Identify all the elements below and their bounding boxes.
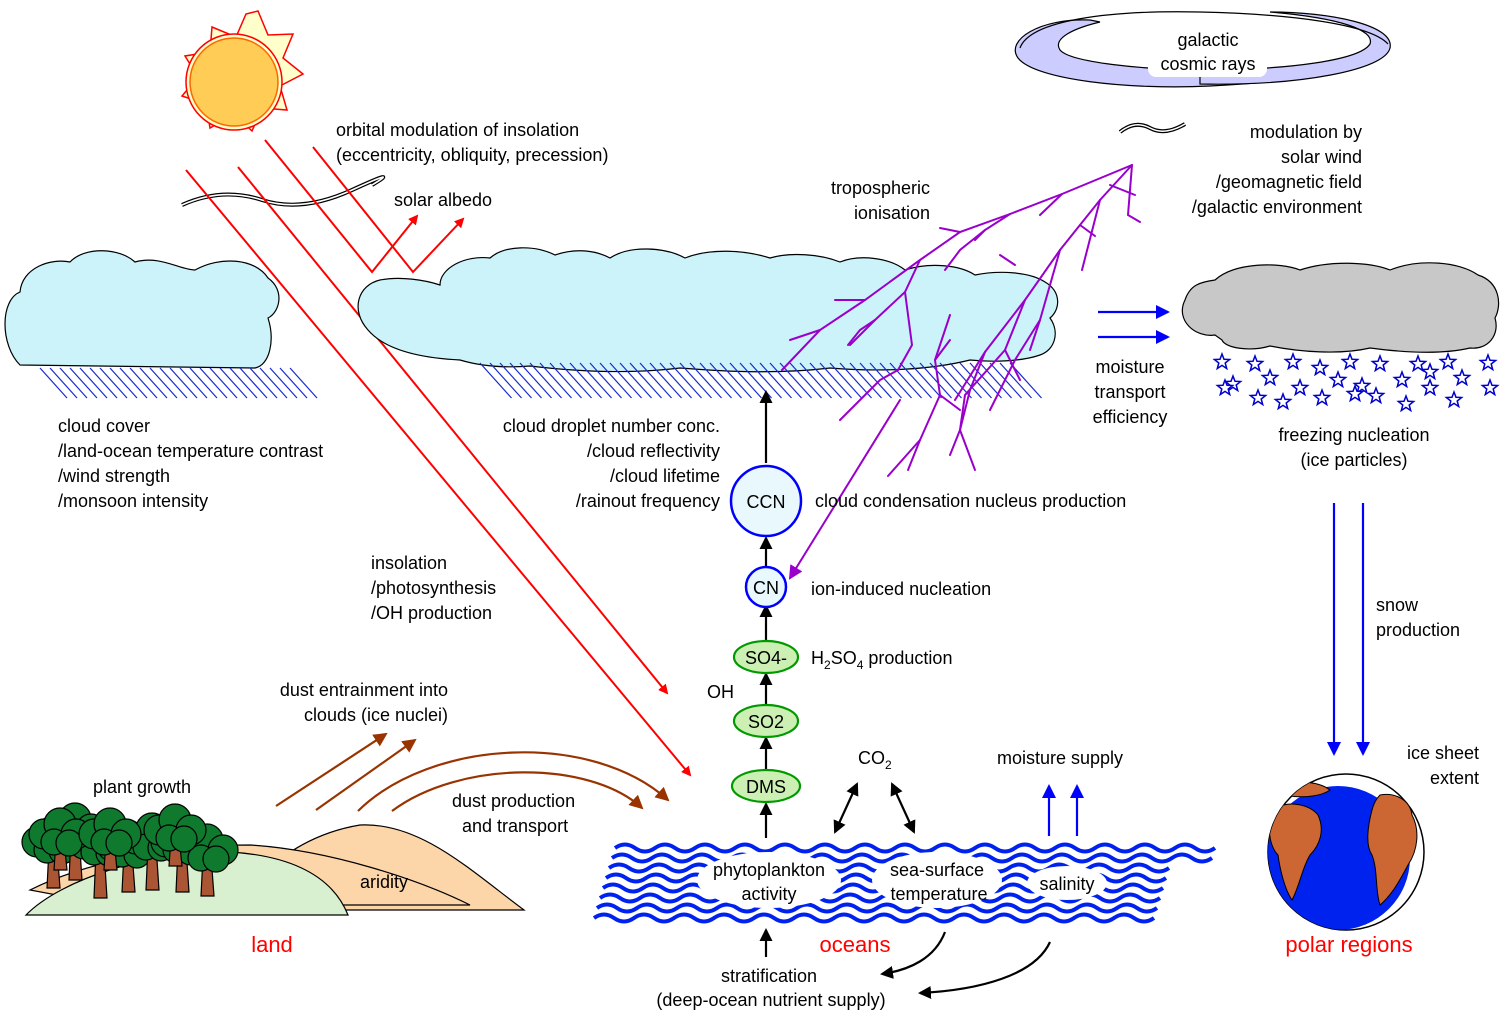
insolation-label-3: /OH production xyxy=(371,603,492,623)
moisture-transport-label-1: moisture xyxy=(1095,357,1164,377)
snow-production-label-2: production xyxy=(1376,620,1460,640)
ice-sheet-label-2: extent xyxy=(1430,768,1479,788)
cloud-droplet-label-1: cloud droplet number conc. xyxy=(503,416,720,436)
dms-node-label: DMS xyxy=(746,777,786,797)
sun-icon xyxy=(180,10,305,133)
cloud-cover-label-3: /wind strength xyxy=(58,466,170,486)
so2-node xyxy=(732,703,800,739)
phytoplankton-label-1: phytoplankton xyxy=(713,860,825,880)
dust-entrainment-label-2: clouds (ice nuclei) xyxy=(304,705,448,725)
modulation-label-2: solar wind xyxy=(1281,147,1362,167)
sea-surface-label-2: temperature xyxy=(890,884,987,904)
ccn-node xyxy=(729,464,803,538)
cn-node-label: CN xyxy=(753,578,779,598)
lightning-icon xyxy=(781,164,1141,580)
moisture-transport-label-2: transport xyxy=(1094,382,1165,402)
dust-arrows xyxy=(275,732,670,812)
h2so4-label: H2SO4 production xyxy=(811,648,952,672)
dust-entrainment-label-1: dust entrainment into xyxy=(280,680,448,700)
orbital-label-1: orbital modulation of insolation xyxy=(336,120,579,140)
cloud-icon-left xyxy=(4,250,318,399)
dust-production-label-1: dust production xyxy=(452,791,575,811)
orbital-label-2: (eccentricity, obliquity, precession) xyxy=(336,145,608,165)
cloud-icon-grey xyxy=(1181,262,1500,353)
moisture-transport-label-3: efficiency xyxy=(1093,407,1168,427)
ccn-node-label: CCN xyxy=(747,492,786,512)
polar-regions-label: polar regions xyxy=(1285,932,1412,957)
cloud-cover-label-2: /land-ocean temperature contrast xyxy=(58,441,323,461)
cloud-icon-center xyxy=(357,247,1059,399)
oh-label: OH xyxy=(707,682,734,702)
dms-node xyxy=(730,768,802,804)
modulation-label-3: /geomagnetic field xyxy=(1216,172,1362,192)
cloud-droplet-label-2: /cloud reflectivity xyxy=(587,441,720,461)
snowflake-icon xyxy=(1212,351,1500,413)
oceans-label: oceans xyxy=(820,932,891,957)
ion-induced-label: ion-induced nucleation xyxy=(811,579,991,599)
modulation-label-1: modulation by xyxy=(1250,122,1362,142)
cloud-cover-label-4: /monsoon intensity xyxy=(58,491,208,511)
ocean-label-backgrounds xyxy=(697,852,1107,908)
phytoplankton-label-2: activity xyxy=(741,884,796,904)
dust-production-label-2: and transport xyxy=(462,816,568,836)
moisture-transport-arrows xyxy=(1098,305,1170,344)
break-symbol-galaxy xyxy=(1118,122,1187,134)
so2-node-label: SO2 xyxy=(748,712,784,732)
galaxy-label-1: galactic xyxy=(1177,30,1238,50)
plant-growth-label: plant growth xyxy=(93,777,191,797)
so4-node-label: SO4- xyxy=(745,648,787,668)
galaxy-icon xyxy=(1014,11,1391,88)
cloud-droplet-label-3: /cloud lifetime xyxy=(610,466,720,486)
trees-icon xyxy=(21,802,239,899)
freezing-label-2: (ice particles) xyxy=(1300,450,1407,470)
freezing-label-1: freezing nucleation xyxy=(1278,425,1429,445)
tropospheric-label-2: ionisation xyxy=(854,203,930,223)
ocean-arrows xyxy=(759,782,1084,999)
cloud-droplet-label-4: /rainout frequency xyxy=(576,491,720,511)
earth-icon xyxy=(1267,773,1425,931)
salinity-label: salinity xyxy=(1039,874,1094,894)
galaxy-label-2: cosmic rays xyxy=(1160,54,1255,74)
modulation-label-4: /galactic environment xyxy=(1192,197,1362,217)
tropospheric-label-1: tropospheric xyxy=(831,178,930,198)
insolation-rays xyxy=(185,139,692,777)
cn-node xyxy=(744,565,788,609)
sea-surface-label-1: sea-surface xyxy=(890,860,984,880)
insolation-label-1: insolation xyxy=(371,553,447,573)
co2-label: CO2 xyxy=(858,748,892,772)
ice-sheet-label-1: ice sheet xyxy=(1407,743,1479,763)
cloud-cover-label-1: cloud cover xyxy=(58,416,150,436)
stratification-label-1: stratification xyxy=(721,966,817,986)
aridity-label: aridity xyxy=(360,872,408,892)
ccn-production-label: cloud condensation nucleus production xyxy=(815,491,1126,511)
moisture-supply-label: moisture supply xyxy=(997,748,1123,768)
land-label: land xyxy=(251,932,293,957)
snow-production-label-1: snow xyxy=(1376,595,1419,615)
so4-node xyxy=(732,639,800,675)
solar-albedo-label: solar albedo xyxy=(394,190,492,210)
stratification-label-2: (deep-ocean nutrient supply) xyxy=(656,990,885,1010)
insolation-label-2: /photosynthesis xyxy=(371,578,496,598)
break-symbol-sun xyxy=(181,175,386,207)
snow-production-arrows xyxy=(1327,503,1370,756)
